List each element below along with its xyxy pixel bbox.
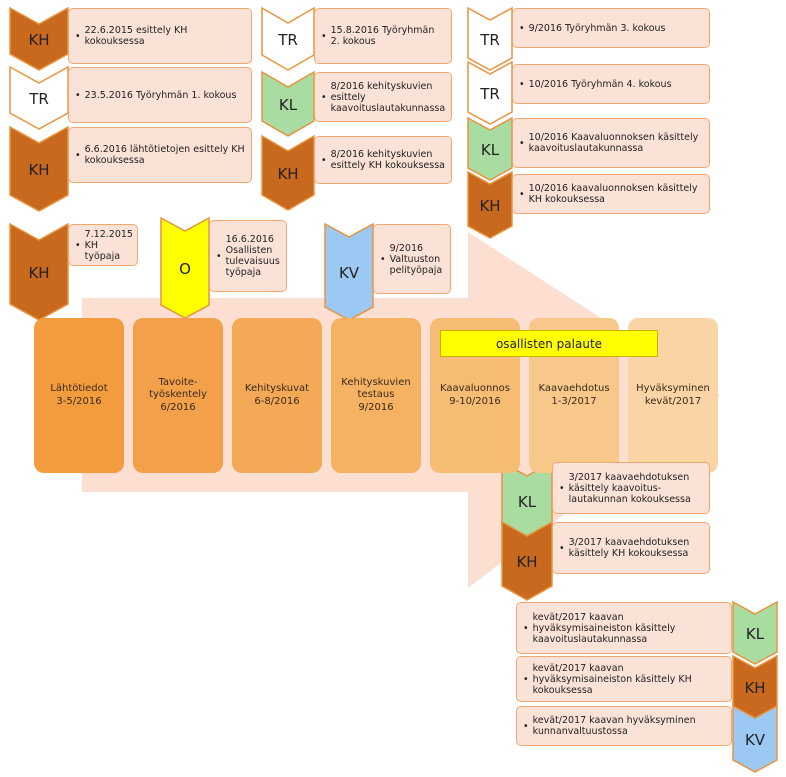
event-text: 10/2016 Kaavaluonnoksen käsittely kaavoi…: [528, 132, 699, 154]
event-note: •6.6.2016 lähtötietojen esittely KH koko…: [68, 127, 252, 183]
event-note: •16.6.2016 Osallisten tulevaisuus työpaj…: [209, 220, 287, 292]
event-text: kevät/2017 kaavan hyväksymisaineiston kä…: [532, 611, 676, 645]
bullet-icon: •: [321, 91, 327, 103]
event-text: 10/2016 Työryhmän 4. kokous: [528, 78, 672, 90]
event-note: •10/2016 Kaavaluonnoksen käsittely kaavo…: [512, 118, 710, 168]
event-note: •3/2017 kaavaehdotuksen käsittely KH kok…: [552, 522, 710, 574]
bullet-icon: •: [75, 89, 81, 101]
bullet-icon: •: [380, 253, 386, 265]
event-note: •kevät/2017 kaavan hyväksymisaineiston k…: [516, 656, 732, 702]
event-note: •15.8.2016 Työryhmän 2. kokous: [314, 8, 452, 64]
event-note: •9/2016 Työryhmän 3. kokous: [512, 8, 710, 48]
event-text: 3/2017 kaavaehdotuksen käsittely kaavoit…: [568, 471, 691, 505]
chevron-tag-label: KH: [28, 264, 49, 282]
chevron-tag-label: KH: [479, 197, 500, 215]
chevron-tag-label: KH: [28, 31, 49, 49]
event-text: 10/2016 kaavaluonnoksen käsittely KH kok…: [528, 183, 698, 205]
stage-kehityskuvat: Kehityskuvat 6-8/2016: [232, 318, 322, 473]
bullet-icon: •: [559, 542, 565, 554]
event-text: 16.6.2016 Osallisten tulevaisuus työpaja: [225, 234, 280, 278]
event-text: 9/2016 Työryhmän 3. kokous: [528, 22, 666, 34]
event-note: •22.6.2015 esittely KH kokouksessa: [68, 8, 252, 64]
osallisten-palaute-banner: osallisten palaute: [440, 330, 658, 357]
chevron-tag-label: O: [179, 260, 191, 278]
chevron-tag-kv: [732, 704, 778, 773]
bullet-icon: •: [75, 149, 81, 161]
chevron-tag-o: [160, 216, 210, 319]
event-note: •10/2016 Työryhmän 4. kokous: [512, 64, 710, 104]
event-text: 9/2016 Valtuuston pelityöpaja: [389, 242, 443, 276]
chevron-tag-kl: [261, 70, 315, 137]
chevron-tag-kv: [324, 222, 374, 321]
chevron-tag-label: KL: [518, 493, 537, 511]
event-note: •23.5.2016 Työryhmän 1. kokous: [68, 67, 252, 123]
chevron-tag-kl: [732, 600, 778, 665]
chevron-tag-label: KL: [746, 625, 765, 643]
bullet-icon: •: [75, 30, 81, 42]
event-note: •3/2017 kaavaehdotuksen käsittely kaavoi…: [552, 462, 710, 514]
bullet-icon: •: [75, 239, 81, 251]
bullet-icon: •: [523, 720, 529, 732]
bullet-icon: •: [519, 188, 525, 200]
bullet-icon: •: [519, 137, 525, 149]
chevron-tag-label: KL: [481, 141, 500, 159]
event-text: 8/2016 kehityskuvien esittely kaavoitusl…: [330, 80, 446, 114]
event-text: 8/2016 kehityskuvien esittely KH kokouks…: [330, 149, 445, 171]
event-text: 23.5.2016 Työryhmän 1. kokous: [84, 89, 237, 101]
chevron-tag-label: KH: [744, 679, 765, 697]
chevron-tag-label: KV: [339, 264, 360, 282]
chevron-tag-label: KH: [277, 165, 298, 183]
bullet-icon: •: [519, 78, 525, 90]
event-text: 6.6.2016 lähtötietojen esittely KH kokou…: [84, 144, 245, 166]
chevron-tag-label: KV: [745, 731, 766, 749]
chevron-tag-kh: [501, 520, 553, 601]
event-text: 15.8.2016 Työryhmän 2. kokous: [330, 25, 435, 47]
event-text: 7.12.2015 KH työpaja: [84, 228, 133, 262]
chevron-tag-tr: [467, 60, 513, 125]
chevron-tag-label: TR: [479, 31, 500, 49]
chevron-tag-kh: [9, 125, 69, 212]
event-note: •10/2016 kaavaluonnoksen käsittely KH ko…: [512, 174, 710, 214]
event-note: •kevät/2017 kaavan hyväksyminen kunnanva…: [516, 706, 732, 746]
chevron-tag-label: KH: [516, 553, 537, 571]
bullet-icon: •: [519, 22, 525, 34]
chevron-tag-kl: [467, 116, 513, 181]
chevron-tag-label: TR: [277, 31, 298, 49]
bullet-icon: •: [559, 482, 565, 494]
event-text: kevät/2017 kaavan hyväksyminen kunnanval…: [532, 715, 696, 737]
event-note: •7.12.2015 KH työpaja: [68, 224, 138, 266]
event-note: •kevät/2017 kaavan hyväksymisaineiston k…: [516, 602, 732, 654]
event-note: •8/2016 kehityskuvien esittely kaavoitus…: [314, 72, 452, 122]
bullet-icon: •: [216, 250, 222, 262]
stage-lahtotiedot: Lähtötiedot 3-5/2016: [34, 318, 124, 473]
bullet-icon: •: [321, 154, 327, 166]
event-text: 22.6.2015 esittely KH kokouksessa: [84, 25, 188, 47]
bullet-icon: •: [321, 30, 327, 42]
chevron-tag-label: KH: [28, 161, 49, 179]
chevron-tag-kh: [9, 222, 69, 321]
chevron-tag-label: KL: [279, 96, 298, 114]
event-note: •8/2016 kehityskuvien esittely KH kokouk…: [314, 136, 452, 184]
chevron-tag-label: TR: [28, 90, 49, 108]
chevron-tag-kh: [467, 170, 513, 239]
bullet-icon: •: [523, 673, 529, 685]
event-text: kevät/2017 kaavan hyväksymisaineiston kä…: [532, 662, 692, 696]
event-text: 3/2017 kaavaehdotuksen käsittely KH koko…: [568, 537, 690, 559]
chevron-tag-tr: [467, 6, 513, 71]
stage-kehityskuvien-testaus: Kehityskuvien testaus 9/2016: [331, 318, 421, 473]
stage-tavoitetyoskentely: Tavoite- työskentely 6/2016: [133, 318, 223, 473]
chevron-tag-kh: [261, 134, 315, 211]
event-note: •9/2016 Valtuuston pelityöpaja: [373, 224, 451, 294]
bullet-icon: •: [523, 622, 529, 634]
chevron-tag-label: TR: [479, 85, 500, 103]
